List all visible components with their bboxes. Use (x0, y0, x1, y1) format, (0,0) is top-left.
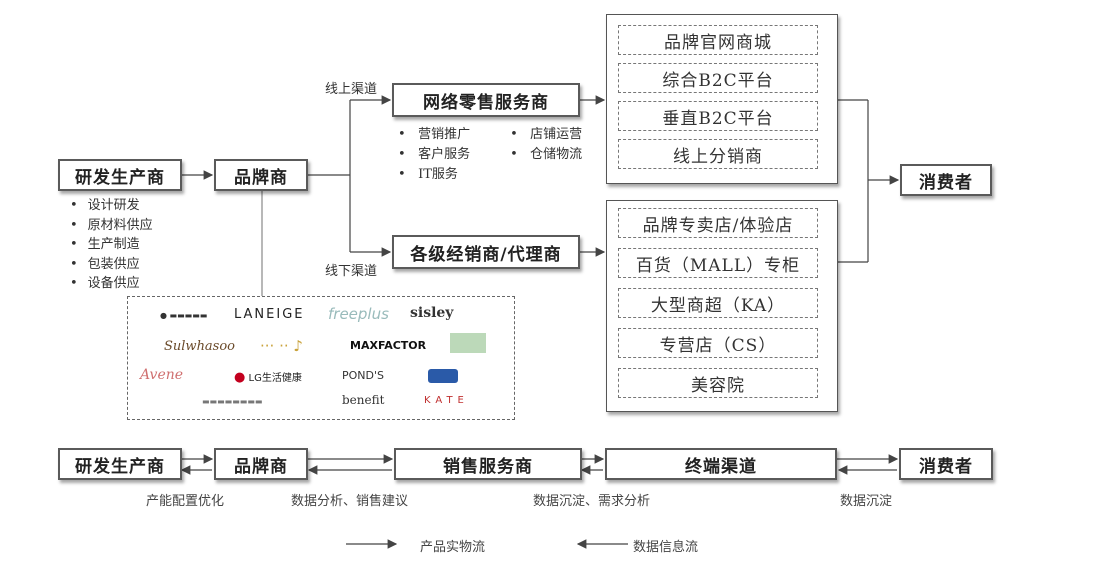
list-item: 生产制造 (70, 235, 153, 255)
sulwhasoo-logo: Sulwhasoo (164, 339, 236, 354)
bottom-sales-service-node: 销售服务商 (394, 448, 582, 480)
bottom-manufacturer-node: 研发生产商 (58, 448, 182, 480)
kate-logo: KATE (424, 395, 469, 406)
online-channel-item: 品牌官网商城 (618, 25, 818, 55)
brand-node: 品牌商 (214, 159, 308, 191)
offline-channel-item: 品牌专卖店/体验店 (618, 208, 818, 238)
list-item: 设计研发 (70, 196, 153, 216)
online-channel-item: 综合B2C平台 (618, 63, 818, 93)
bottom-brand-node: 品牌商 (214, 448, 308, 480)
sisley-logo: sisley (410, 305, 454, 321)
online-service-items: • 营销推广• 店铺运营 • 客户服务• 仓储物流 • IT服务 (398, 127, 583, 182)
offline-channel-item: 大型商超（KA） (618, 288, 818, 318)
lg-logo: ● LG生活健康 (234, 370, 302, 385)
manufacturer-node: 研发生产商 (58, 159, 182, 191)
online-channel-group (606, 14, 838, 184)
logo-image (450, 333, 486, 353)
offline-channel-group (606, 200, 838, 412)
feedback-label: 产能配置优化 (146, 494, 225, 509)
legend-physical-flow: 产品实物流 (420, 540, 486, 555)
avene-logo: Avene (140, 367, 184, 383)
offline-service-node: 各级经销商/代理商 (392, 235, 580, 269)
consumer-node: 消费者 (900, 164, 992, 196)
bottom-terminal-channel-node: 终端渠道 (605, 448, 837, 480)
logo-image: ▬▬▬▬▬▬▬▬ (202, 397, 263, 406)
feedback-label: 数据沉淀 (840, 494, 893, 509)
logo-image: ··· ·· ♪ (260, 337, 303, 355)
offline-channel-item: 美容院 (618, 368, 818, 398)
list-item: 包装供应 (70, 255, 153, 275)
laneige-logo: LANEIGE (234, 307, 305, 322)
manufacturer-items: 设计研发 原材料供应 生产制造 包装供应 设备供应 (70, 196, 153, 294)
online-channel-item: 线上分销商 (618, 139, 818, 169)
logo-image (428, 369, 458, 383)
freeplus-logo: freeplus (328, 305, 389, 323)
online-channel-label: 线上渠道 (325, 82, 378, 97)
online-channel-item: 垂直B2C平台 (618, 101, 818, 131)
ponds-logo: POND'S (342, 369, 384, 382)
offline-channel-label: 线下渠道 (325, 264, 378, 279)
bottom-consumer-node: 消费者 (899, 448, 993, 480)
legend-info-flow: 数据信息流 (633, 540, 699, 555)
feedback-label: 数据分析、销售建议 (291, 494, 409, 509)
list-item: 原材料供应 (70, 216, 153, 236)
online-service-node: 网络零售服务商 (392, 83, 580, 117)
benefit-logo: benefit (342, 393, 385, 407)
list-item: 设备供应 (70, 274, 153, 294)
maxfactor-logo: MAXFACTOR (350, 339, 427, 352)
logo-image: ● ▬▬▬▬▬ (160, 311, 208, 320)
offline-channel-item: 百货（MALL）专柜 (618, 248, 818, 278)
brand-logos-panel: ● ▬▬▬▬▬ LANEIGE freeplus sisley Sulwhaso… (127, 296, 515, 420)
feedback-label: 数据沉淀、需求分析 (533, 494, 651, 509)
offline-channel-item: 专营店（CS） (618, 328, 818, 358)
